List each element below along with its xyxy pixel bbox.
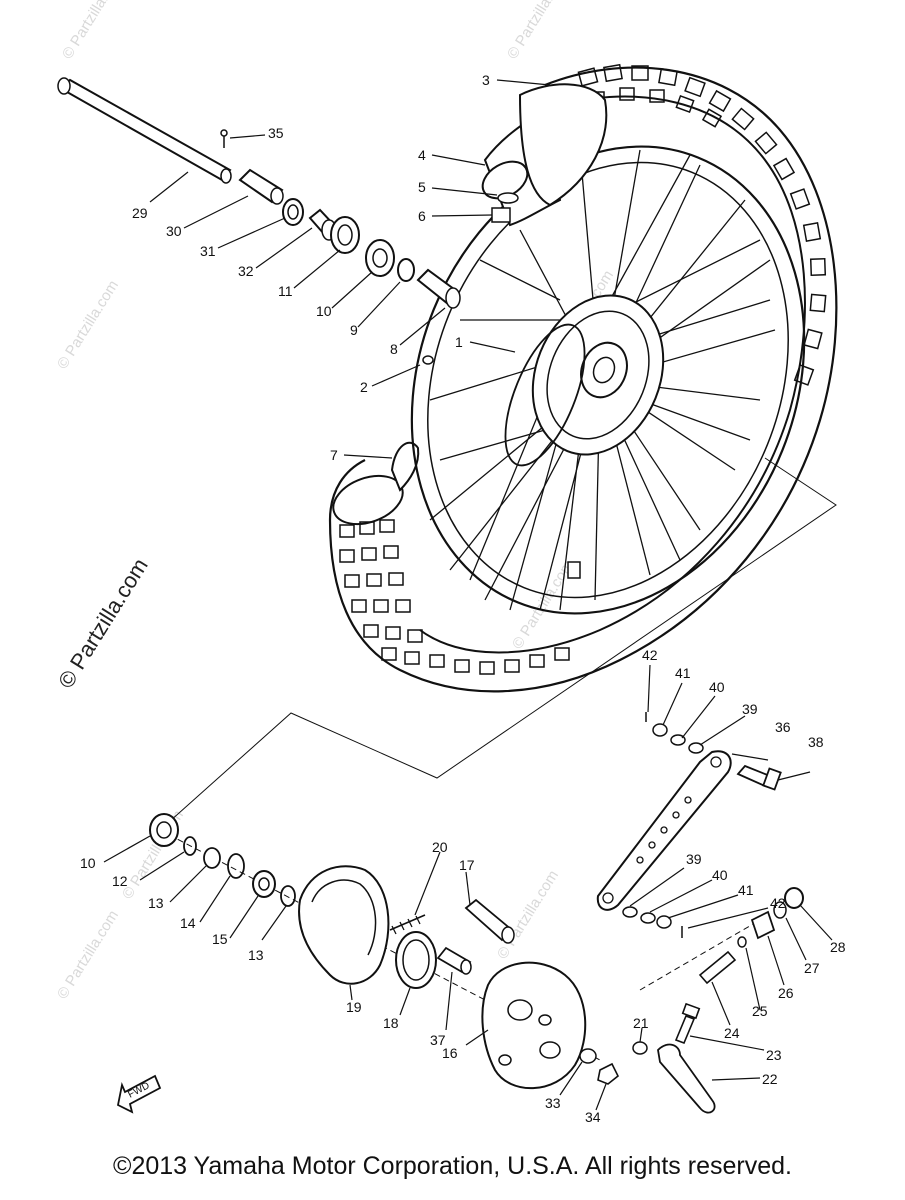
rim-inner [427, 161, 789, 599]
cam-lever [657, 1043, 716, 1114]
label-34: 34 [585, 1109, 601, 1125]
label-40-lower: 40 [712, 867, 728, 883]
label-13-b: 13 [248, 947, 264, 963]
valve-stem [567, 561, 581, 579]
brake-shoes [298, 865, 390, 985]
label-10-lower: 10 [80, 855, 96, 871]
label-13-a: 13 [148, 895, 164, 911]
tube-section [518, 83, 608, 207]
label-8: 8 [390, 341, 398, 357]
label-33: 33 [545, 1095, 561, 1111]
label-29: 29 [132, 205, 148, 221]
label-42-lower: 42 [770, 895, 786, 911]
washer-13b [280, 885, 296, 907]
brake-assembly [149, 712, 804, 1114]
assembly-plane-lines [159, 457, 837, 1061]
label-16: 16 [442, 1045, 458, 1061]
label-32: 32 [238, 263, 254, 279]
label-23: 23 [766, 1047, 782, 1063]
label-5: 5 [418, 179, 426, 195]
circlip-12 [183, 836, 197, 856]
label-6: 6 [418, 208, 426, 224]
label-12: 12 [112, 873, 128, 889]
label-35: 35 [268, 125, 284, 141]
label-17: 17 [459, 857, 475, 873]
label-30: 30 [166, 223, 182, 239]
label-3: 3 [482, 72, 490, 88]
watermark: © Partzilla.com [59, 0, 127, 62]
brake-panel [481, 961, 587, 1090]
spacer-14 [227, 853, 245, 879]
label-36: 36 [775, 719, 791, 735]
label-41-upper: 41 [675, 665, 691, 681]
label-19: 19 [346, 999, 362, 1015]
label-20: 20 [432, 839, 448, 855]
part-26 [750, 910, 776, 940]
watermark: © Partzilla.com [509, 557, 577, 652]
spring-20 [389, 914, 426, 931]
label-7: 7 [330, 447, 338, 463]
label-37: 37 [430, 1032, 446, 1048]
label-14: 14 [180, 915, 196, 931]
bearing-10-upper [365, 239, 395, 277]
oil-seal-31 [282, 198, 304, 226]
watermark: © Partzilla.com [54, 277, 122, 372]
bearing-10-lower [149, 813, 179, 847]
label-11: 11 [278, 283, 293, 299]
hub-body [504, 323, 586, 467]
label-41-lower: 41 [738, 882, 754, 898]
label-28: 28 [830, 939, 846, 955]
label-1: 1 [455, 334, 463, 350]
part-labels: 3 4 5 6 1 2 7 8 9 10 11 32 31 30 29 35 4… [80, 72, 846, 1125]
bearing-11 [330, 216, 360, 254]
label-39-lower: 39 [686, 851, 702, 867]
front-wheel-assembly [328, 63, 838, 693]
label-10-upper: 10 [316, 303, 332, 319]
axle-parts [57, 77, 461, 365]
label-2: 2 [360, 379, 368, 395]
label-4: 4 [418, 147, 426, 163]
leader-lines [103, 79, 833, 1111]
label-39-upper: 39 [742, 701, 758, 717]
label-31: 31 [200, 243, 216, 259]
label-38: 38 [808, 734, 824, 750]
label-27: 27 [804, 960, 820, 976]
label-15: 15 [212, 931, 228, 947]
tube-end [390, 441, 420, 492]
watermark: © Partzilla.com [494, 867, 562, 962]
label-9: 9 [350, 322, 358, 338]
circlip-9 [397, 258, 415, 282]
tire [328, 66, 838, 693]
tire-tread-lower [339, 519, 570, 675]
label-26: 26 [778, 985, 794, 1001]
fwd-arrow-icon: FWD [116, 1074, 162, 1114]
bolt-23 [674, 1014, 696, 1045]
torque-arm [596, 750, 732, 911]
washer-13a [203, 847, 221, 869]
rim-outer [410, 145, 806, 615]
part-28 [784, 887, 804, 909]
valve-nut [491, 207, 511, 223]
watermark: © Partzilla.com [504, 0, 572, 62]
seal-15 [252, 870, 276, 898]
spoke-nipple-2 [422, 355, 434, 365]
watermark-big: © Partzilla.com [53, 554, 153, 693]
label-18: 18 [383, 1015, 399, 1031]
watermark: © Partzilla.com [54, 907, 122, 1002]
front-axle [58, 78, 232, 182]
nut-34 [597, 1062, 620, 1085]
label-24: 24 [724, 1025, 740, 1041]
adjuster-24 [698, 950, 737, 985]
label-21: 21 [633, 1015, 649, 1031]
label-40-upper: 40 [709, 679, 725, 695]
label-25: 25 [752, 1003, 768, 1019]
copyright-notice: ©2013 Yamaha Motor Corporation, U.S.A. A… [113, 1152, 792, 1180]
label-22: 22 [762, 1071, 778, 1087]
label-42-upper: 42 [642, 647, 658, 663]
